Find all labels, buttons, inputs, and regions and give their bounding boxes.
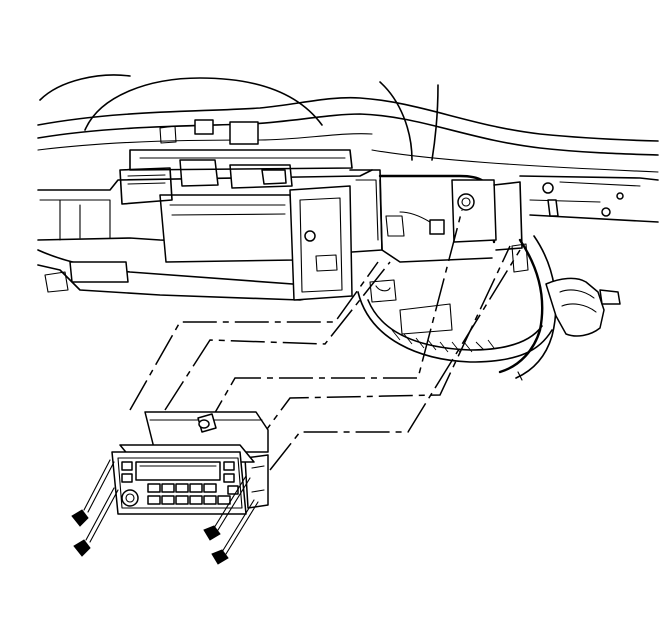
leader-lines <box>129 209 521 471</box>
radio-mounting-bracket <box>144 411 269 509</box>
instrument-panel-carrier <box>37 74 659 381</box>
radio-fasteners <box>71 459 259 565</box>
